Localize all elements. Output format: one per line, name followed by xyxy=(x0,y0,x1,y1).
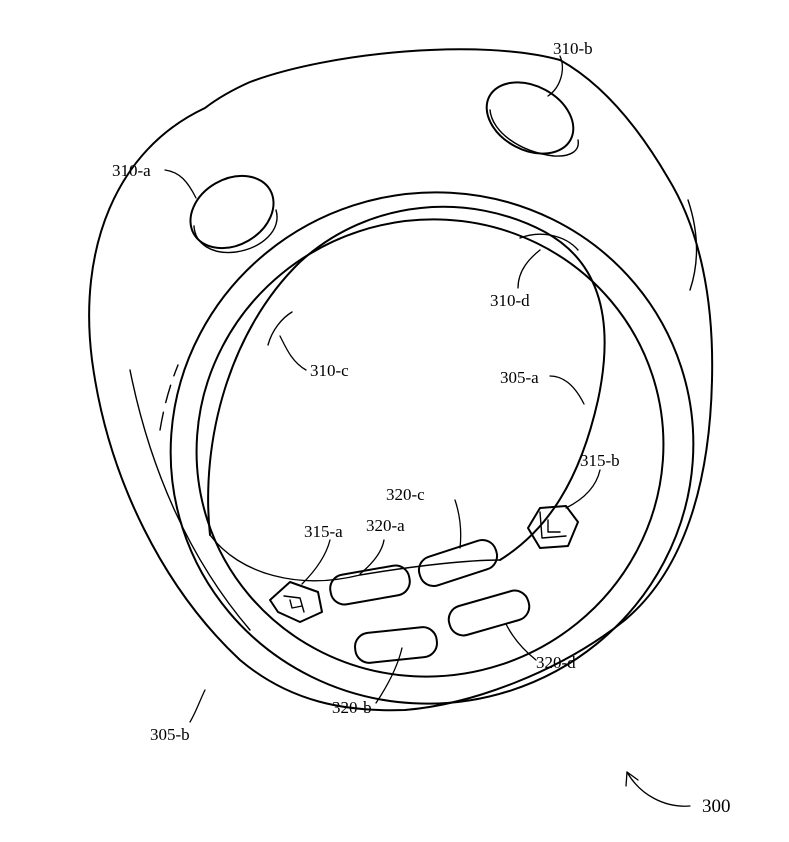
ring-outer-housing-305-b xyxy=(88,48,714,712)
sensor-315-b xyxy=(527,505,579,549)
label-320-d: 320-d xyxy=(536,653,576,672)
reference-labels: 310-a 310-b 310-c 310-d 305-a 305-b 315-… xyxy=(112,39,731,817)
ring-inner-edge-305-a xyxy=(159,191,695,705)
window-320-d xyxy=(447,589,531,637)
electrode-310-d xyxy=(519,233,579,251)
label-305-a: 305-a xyxy=(500,368,539,387)
electrode-310-b xyxy=(485,81,579,157)
electrode-310-a xyxy=(189,174,278,254)
window-320-b xyxy=(354,626,438,664)
window-320-c xyxy=(417,539,499,587)
label-320-a: 320-a xyxy=(366,516,405,535)
label-310-d: 310-d xyxy=(490,291,530,310)
label-310-b: 310-b xyxy=(553,39,593,58)
figure-pointer-arrow xyxy=(625,771,691,807)
label-315-a: 315-a xyxy=(304,522,343,541)
leader-lines xyxy=(164,55,601,723)
label-310-c: 310-c xyxy=(310,361,349,380)
label-305-b: 305-b xyxy=(150,725,190,744)
window-320-a xyxy=(329,564,411,606)
label-315-b: 315-b xyxy=(580,451,620,470)
label-320-c: 320-c xyxy=(386,485,425,504)
label-310-a: 310-a xyxy=(112,161,151,180)
label-320-b: 320-b xyxy=(332,698,372,717)
electrode-310-c xyxy=(267,311,293,346)
label-300: 300 xyxy=(702,796,731,817)
sensor-315-a xyxy=(269,581,323,623)
